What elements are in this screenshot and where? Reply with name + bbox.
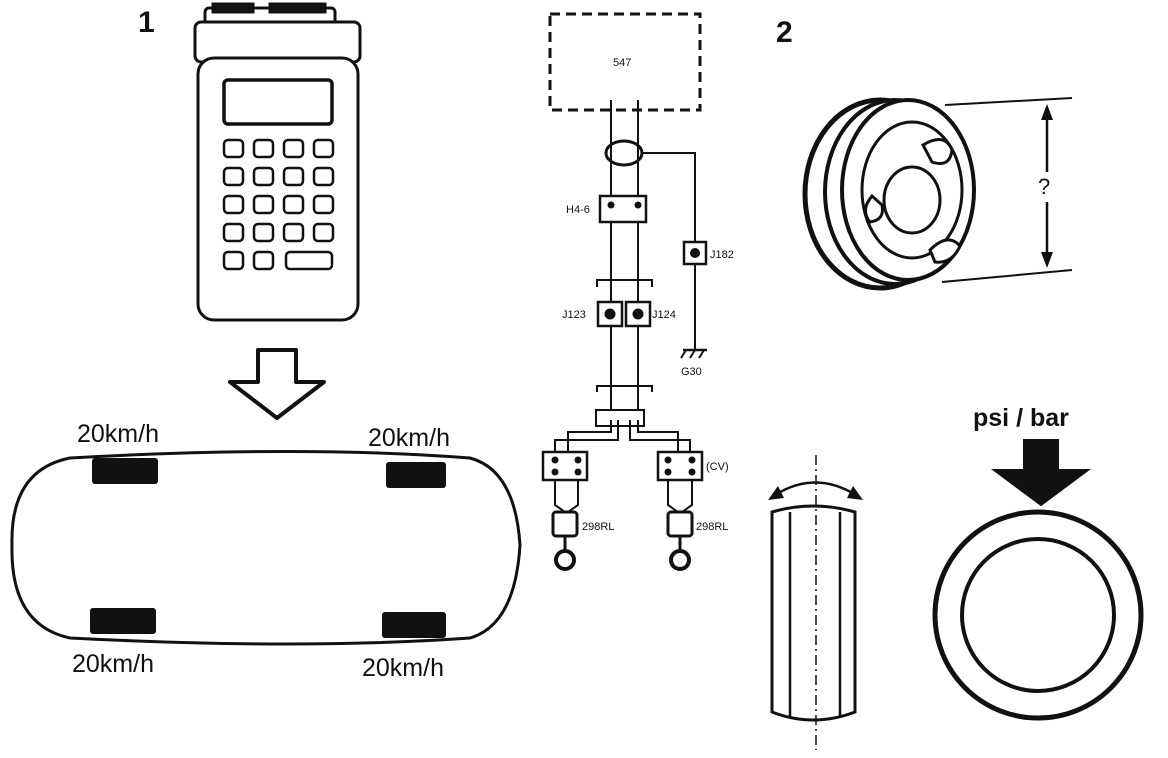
sensor-left-wheel — [554, 549, 576, 571]
wheel-hub — [882, 165, 942, 235]
diameter-question-mark: ? — [1038, 174, 1050, 199]
rotation-arrow-icon — [774, 481, 857, 497]
wheel-rear-right — [382, 612, 446, 638]
tool-key — [312, 166, 335, 187]
tool-screen — [222, 78, 334, 126]
tool-key — [312, 138, 335, 159]
tool-key — [282, 138, 305, 159]
tool-key — [312, 222, 335, 243]
step-2-label: 2 — [776, 16, 793, 49]
wheel-rear-left — [90, 608, 156, 634]
sensor-right-wheel — [669, 549, 691, 571]
car-top-view — [10, 450, 522, 646]
tool-cable-head — [193, 20, 362, 64]
down-arrow-icon — [228, 348, 326, 420]
step-1-label: 1 — [138, 6, 155, 39]
tool-key — [222, 222, 245, 243]
ground-label: G30 — [681, 366, 702, 378]
tyre-side-view — [768, 455, 863, 750]
tool-keypad — [222, 138, 335, 271]
wheel-front-left — [92, 458, 158, 484]
tool-key — [222, 138, 245, 159]
tool-key — [252, 250, 275, 271]
module-label: 547 — [613, 57, 631, 69]
j123-label: J123 — [562, 309, 586, 321]
tool-key — [282, 194, 305, 215]
sensor-right-body — [666, 510, 694, 538]
wheel-perspective — [802, 97, 1073, 291]
tool-key — [252, 194, 275, 215]
sensor-left-body — [551, 510, 579, 538]
diagnostic-tool — [193, 2, 362, 322]
sensor-right-label: 298RL — [696, 521, 728, 533]
car-outline — [10, 450, 522, 646]
tool-key — [252, 222, 275, 243]
module-box — [548, 12, 702, 112]
j182-label: J182 — [710, 249, 734, 261]
connector-cv-right — [656, 450, 704, 482]
tool-plug-right — [268, 2, 327, 14]
connector-h-label: H4-6 — [566, 204, 590, 216]
tool-key — [252, 166, 275, 187]
sensor-left-label: 298RL — [582, 521, 614, 533]
tool-key — [282, 222, 305, 243]
speed-label-rear-left: 20km/h — [72, 650, 154, 678]
tool-key — [222, 194, 245, 215]
wheel-front-right — [386, 462, 446, 488]
tool-key — [222, 166, 245, 187]
tool-key — [282, 166, 305, 187]
cv-label: (CV) — [706, 461, 729, 473]
wiring-schematic — [541, 12, 708, 571]
tool-key — [252, 138, 275, 159]
connector-h4-6 — [598, 194, 648, 224]
tool-key — [222, 250, 245, 271]
tool-plug-left — [211, 2, 255, 14]
tyre-front-view — [932, 509, 1144, 721]
j124-label: J124 — [652, 309, 676, 321]
speed-label-rear-right: 20km/h — [362, 654, 444, 682]
speed-label-front-right: 20km/h — [368, 424, 450, 452]
pressure-unit-label: psi / bar — [973, 404, 1069, 432]
connector-cv-left — [541, 450, 589, 482]
speed-label-front-left: 20km/h — [77, 420, 159, 448]
pressure-arrow-icon — [990, 439, 1092, 507]
tool-key — [312, 194, 335, 215]
tool-key — [284, 250, 334, 271]
